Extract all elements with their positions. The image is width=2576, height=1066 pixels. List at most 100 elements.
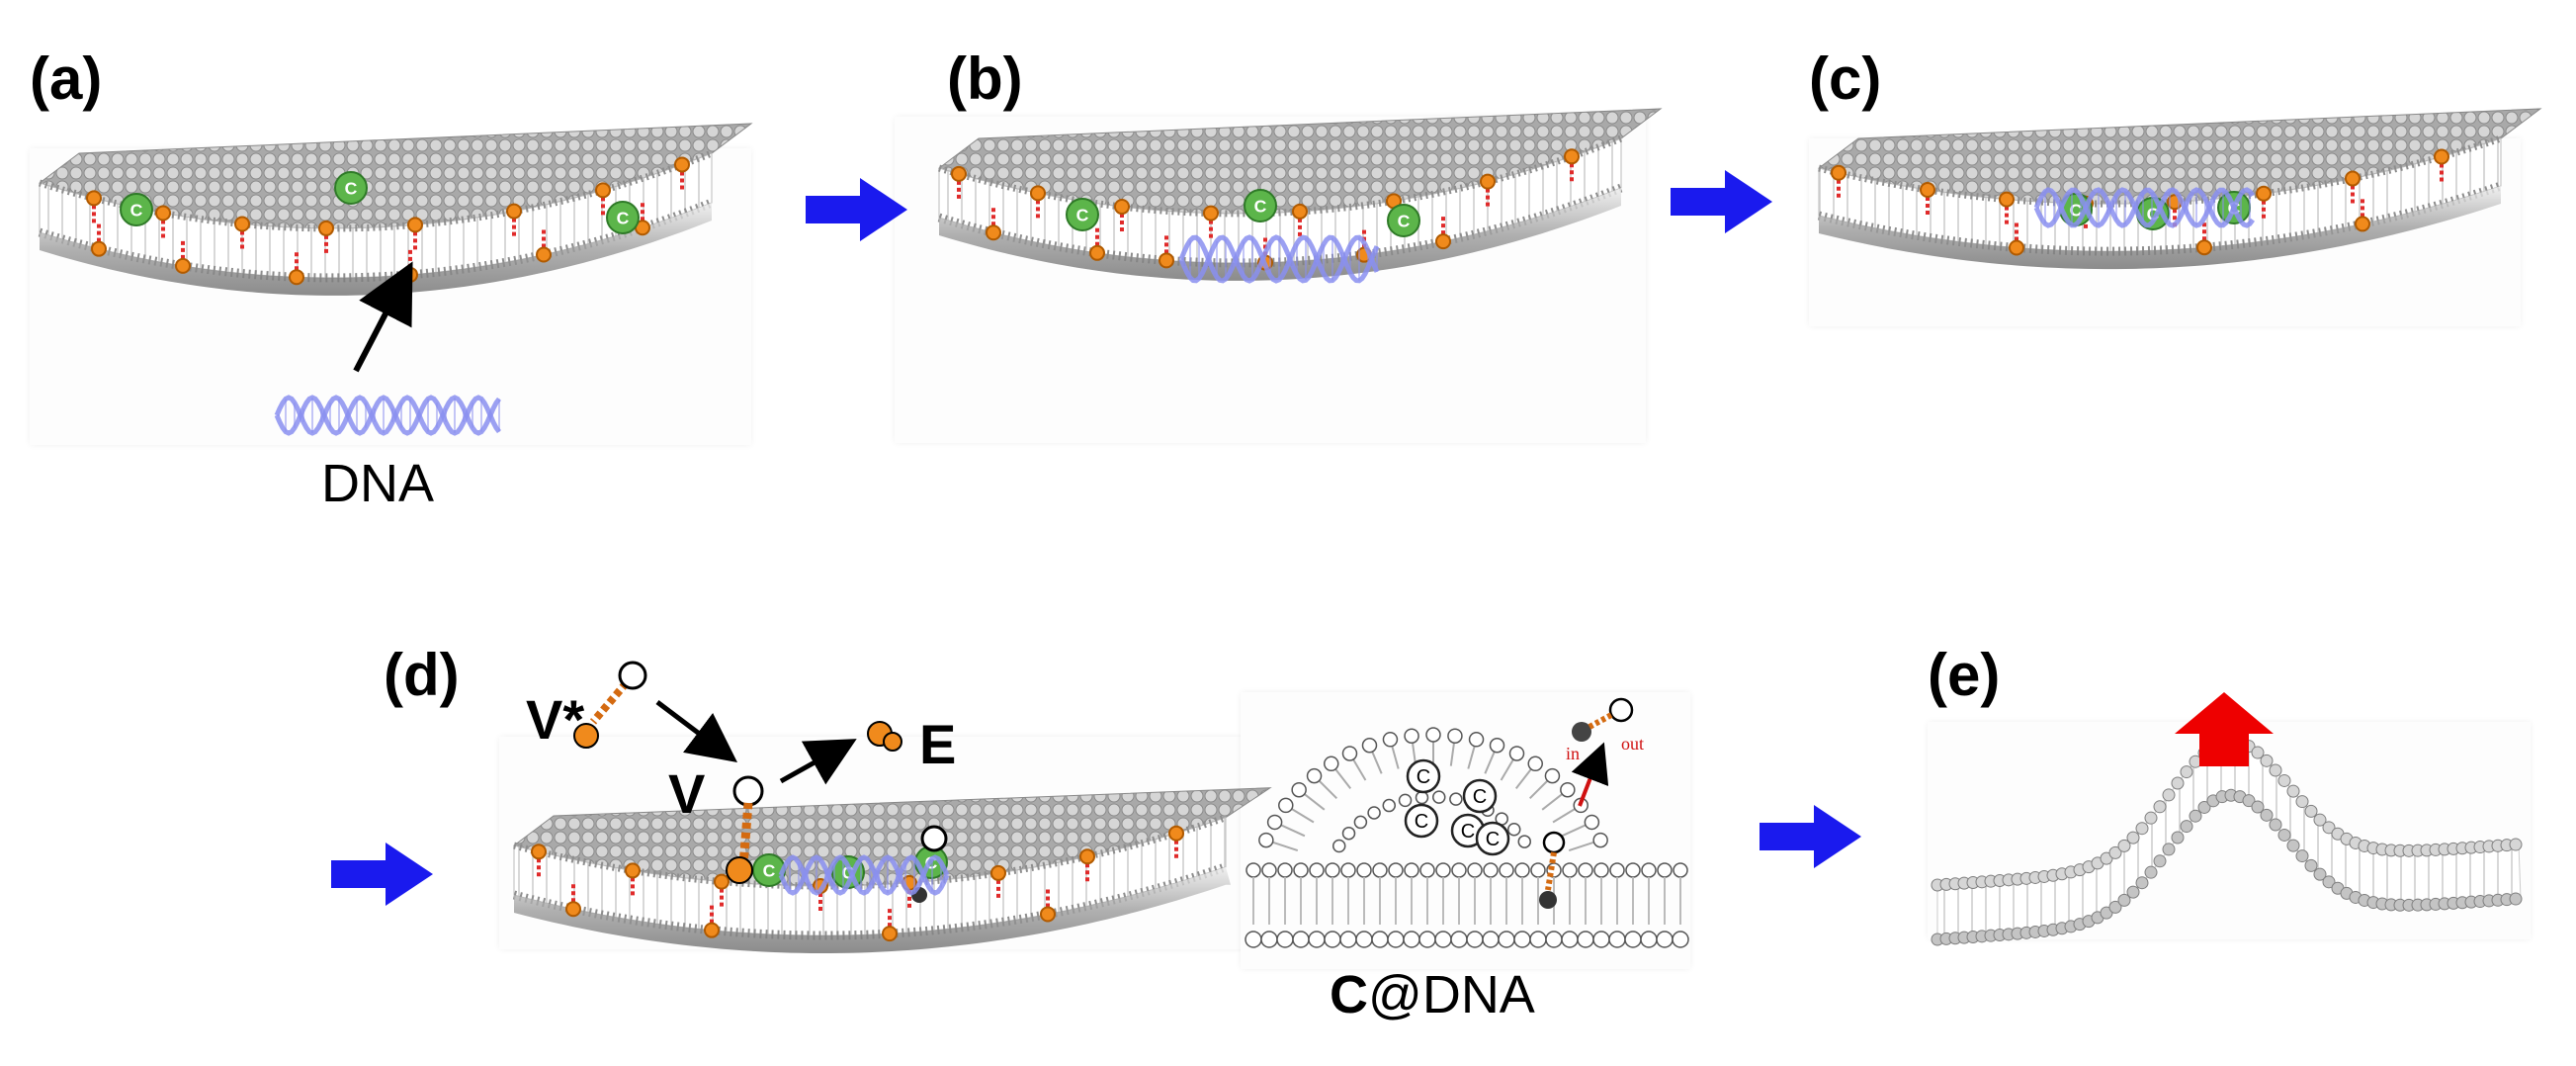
inner-lipid-head [1415,790,1429,805]
cation-letter: C [617,208,630,227]
budding-bottom-head [2286,839,2300,852]
base-bottom-head [1482,931,1500,948]
dna-strand [778,854,950,896]
base-bottom-head [1276,931,1294,948]
dna-strand [2033,187,2255,228]
base-bottom-head [1529,931,1547,948]
outer-lipid-head [1584,814,1600,831]
probe-head-dark [1572,722,1591,742]
base-top-head [1514,862,1530,878]
c-letter: C [1415,811,1428,833]
budding-bottom-head [2260,808,2274,822]
budding-top-head [2162,788,2176,802]
lipid-head [951,165,967,182]
process-arrow-d-e [1760,805,1861,868]
budding-top-head [2180,765,2193,779]
base-top-head [1499,862,1514,878]
budding-bottom-head [2242,794,2256,808]
dna-approach-arrow [353,261,413,373]
lower-leaflet [1819,186,2501,270]
dna-helix-membrane-d [778,854,950,896]
lipid-head [1040,906,1056,923]
lipid-head [155,205,171,222]
dna-strand [778,854,950,896]
inner-lipid-head [1398,793,1413,808]
lipid-head [175,257,191,274]
budding-bottom-head [2197,800,2211,814]
base-bottom-head [1245,931,1262,948]
lipid-head [2355,216,2370,232]
budding-top-head [2126,831,2140,844]
c-letter: C [1461,821,1475,843]
lipid-head [1292,203,1308,220]
base-top-head [1293,862,1309,878]
membrane-e-budding [1931,734,2523,946]
base-top-head [1261,862,1277,878]
lipid-head [714,873,730,890]
dna-strand [274,395,501,436]
budding-bottom-head [2100,906,2113,920]
budding-top-head [2277,773,2291,787]
lipid-head [1564,148,1580,165]
budding-bottom-head [2171,831,2185,844]
budding-top-head [2313,813,2327,827]
top-headgroups [513,814,1228,890]
probe-tail [1588,711,1615,730]
base-top-head [1562,862,1578,878]
lipid-head [1831,164,1846,181]
base-top-head [1245,862,1261,878]
c-letter: C [1486,829,1500,850]
lipid-head [1114,199,1130,216]
budding-top-head [2117,839,2131,852]
inner-lipid-head [1353,815,1368,830]
outer-lipid-head [1341,746,1358,761]
lipid-head [625,862,641,879]
inner-lipid-head [1449,792,1463,806]
lipid-head [986,224,1001,241]
lipid-head [882,926,898,942]
lipid-head [86,190,102,207]
dna-helix-bound [1178,234,1380,284]
lipid-head [91,240,107,257]
panel-label-c: (c) [1809,45,1882,112]
budding-top-head [2108,845,2122,859]
budding-bottom-head [2304,858,2318,872]
outer-lipid-head [1468,732,1485,748]
budding-bottom-head [2189,809,2202,823]
membrane-c: CCC [1817,108,2542,270]
budding-bottom-head [2277,828,2291,842]
outer-lipid-head [1324,755,1339,772]
lipid-head [674,156,690,173]
dna-label: DNA [321,454,435,513]
cation-letter: C [1398,211,1411,230]
base-bottom-head [1418,931,1436,948]
cation-letter: C [763,860,776,880]
lipid-head [704,922,720,938]
cation-letter: C [345,178,358,198]
dna-helix-free [274,395,501,436]
cation-molecule [1066,198,1099,231]
panel-label-b: (b) [947,45,1023,112]
budding-bottom-head [2144,865,2158,879]
lipid-head [2256,185,2272,202]
lipid-head [1435,233,1451,250]
e-label: E [919,713,957,775]
outer-lipid-head [1361,738,1378,754]
outer-lipid-head [1489,738,1505,754]
lipid-head [990,864,1006,881]
outer-lipid-head [1508,746,1525,761]
base-top-head [1593,862,1609,878]
budding-bottom-head [2295,849,2309,863]
e-molecule [867,721,902,752]
lipid-head [1030,185,1046,202]
base-top-head [1641,862,1657,878]
outer-lipid-head [1382,732,1399,748]
outer-lipid-head [1425,727,1441,743]
outer-lipid-head [1291,781,1307,798]
cation-molecule [334,171,368,205]
base-bottom-head [1592,931,1610,948]
base-top-head [1325,862,1340,878]
outer-lipid-head [1404,728,1419,744]
outer-lipid-head [1592,832,1608,848]
